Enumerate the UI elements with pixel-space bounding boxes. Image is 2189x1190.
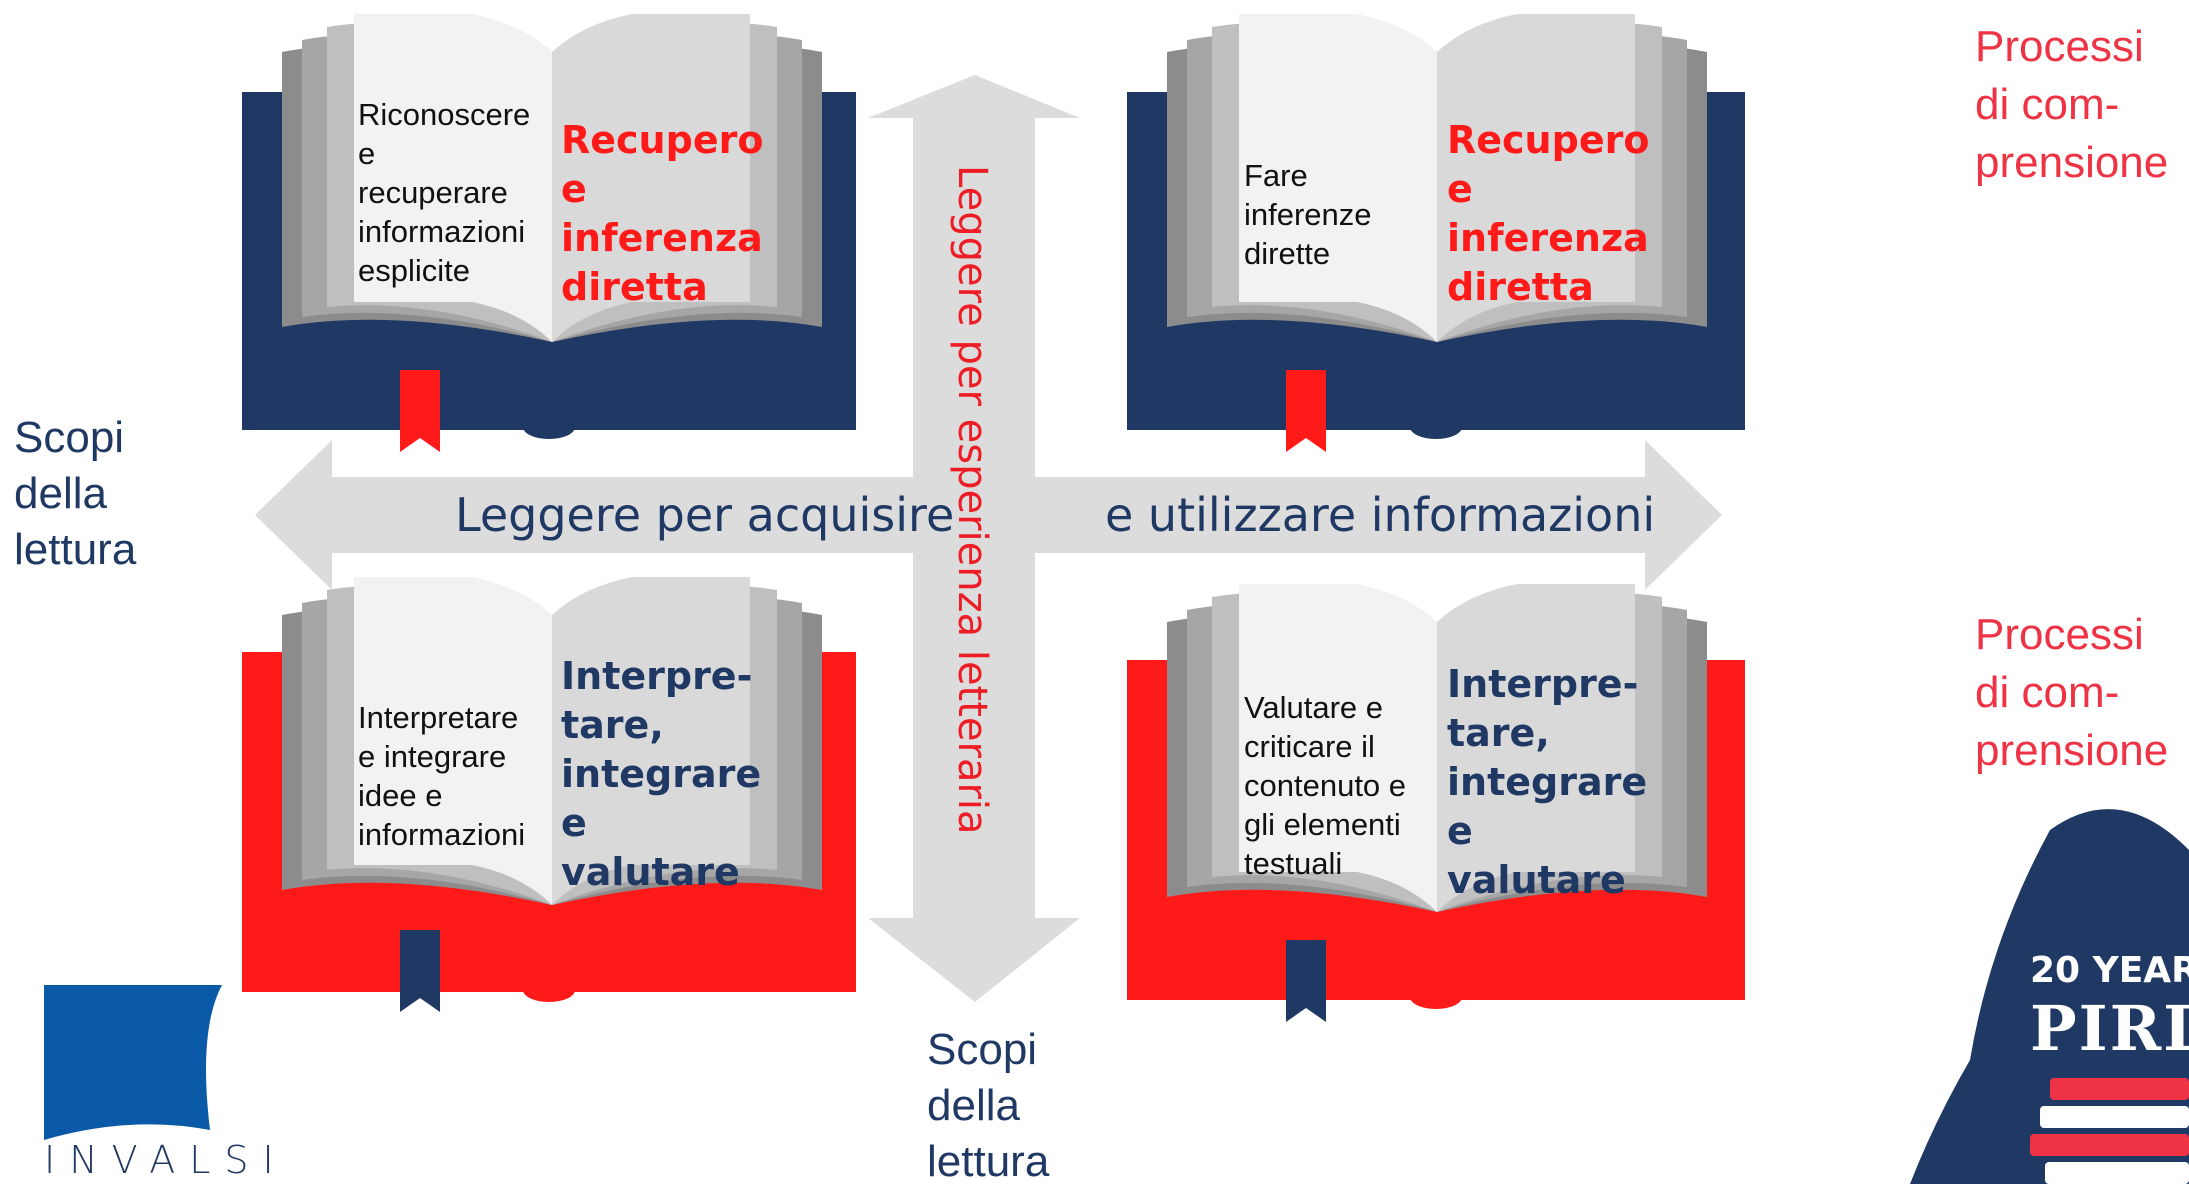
left-label-line: Scopi bbox=[14, 413, 125, 462]
page-heading-line: valutare bbox=[1447, 858, 1626, 902]
page-line: e bbox=[358, 136, 376, 171]
page-line: dirette bbox=[1244, 236, 1331, 271]
book-bottom-right-right-page: Interpre- tare, integrare e valutare bbox=[1447, 660, 1647, 905]
page-line: informazioni bbox=[358, 214, 526, 249]
process-label-line: prensione bbox=[1975, 138, 2169, 187]
page-heading-line: e bbox=[561, 801, 587, 845]
page-heading-line: Recupero bbox=[561, 118, 764, 162]
process-label-line: prensione bbox=[1975, 726, 2169, 775]
left-label-line: lettura bbox=[14, 525, 137, 574]
page-line: esplicite bbox=[358, 253, 470, 288]
process-label-line: di com- bbox=[1975, 668, 2120, 717]
page-line: idee e bbox=[358, 778, 443, 813]
book-bottom-right bbox=[1127, 584, 1745, 1022]
book-bottom-left bbox=[242, 577, 856, 1012]
page-heading-line: e bbox=[561, 167, 587, 211]
page-line: testuali bbox=[1244, 846, 1343, 881]
page-line: inferenze bbox=[1244, 197, 1372, 232]
book-top-right-right-page: Recupero e inferenza diretta bbox=[1447, 116, 1649, 312]
page-heading-line: e bbox=[1447, 167, 1473, 211]
page-heading-line: integrare bbox=[1447, 760, 1648, 804]
page-heading-line: e bbox=[1447, 809, 1473, 853]
page-line: informazioni bbox=[358, 817, 526, 852]
page-line: Riconoscere bbox=[358, 97, 531, 132]
process-label-line: Processi bbox=[1975, 610, 2144, 659]
page-heading-line: inferenza bbox=[561, 216, 763, 260]
page-heading-line: tare, bbox=[561, 703, 664, 747]
book-bottom-right-left-page: Valutare e criticare il contenuto e gli … bbox=[1244, 688, 1406, 883]
page-line: Interpretare bbox=[358, 700, 519, 735]
book-top-left-left-page: Riconoscere e recuperare informazioni es… bbox=[358, 95, 530, 290]
pirls-badge bbox=[1910, 809, 2189, 1184]
book-bottom-left-right-page: Interpre- tare, integrare e valutare bbox=[561, 652, 761, 897]
pirls-badge-line2: PIRL bbox=[2030, 992, 2189, 1065]
book-top-right-left-page: Fare inferenze dirette bbox=[1244, 156, 1372, 273]
page-heading-line: diretta bbox=[561, 265, 708, 309]
page-heading-line: Interpre- bbox=[561, 654, 753, 698]
page-heading-line: Recupero bbox=[1447, 118, 1650, 162]
book-bottom-left-left-page: Interpretare e integrare idee e informaz… bbox=[358, 698, 525, 854]
left-scope-label: Scopi della lettura bbox=[14, 410, 136, 578]
bottom-label-line: lettura bbox=[927, 1137, 1050, 1186]
process-label-line: di com- bbox=[1975, 80, 2120, 129]
page-line: Valutare e bbox=[1244, 690, 1384, 725]
page-line: Fare bbox=[1244, 158, 1308, 193]
process-label-line: Processi bbox=[1975, 22, 2144, 71]
page-line: contenuto e bbox=[1244, 768, 1407, 803]
page-heading-line: valutare bbox=[561, 850, 740, 894]
page-heading-line: integrare bbox=[561, 752, 762, 796]
bottom-label-line: della bbox=[927, 1081, 1020, 1130]
pirls-badge-line1: 20 YEAR bbox=[2030, 950, 2189, 991]
horizontal-arrow-left-text: Leggere per acquisire bbox=[455, 488, 955, 542]
right-process-label-bottom: Processi di com- prensione bbox=[1975, 606, 2168, 780]
page-line: gli elementi bbox=[1244, 807, 1401, 842]
bottom-label-line: Scopi bbox=[927, 1025, 1038, 1074]
book-top-left-right-page: Recupero e inferenza diretta bbox=[561, 116, 763, 312]
horizontal-arrow-right-text: e utilizzare informazioni bbox=[1105, 488, 1656, 542]
invalsi-logo-text: INVALSI bbox=[44, 1138, 288, 1182]
page-heading-line: inferenza bbox=[1447, 216, 1649, 260]
bottom-scope-label: Scopi della lettura bbox=[927, 1022, 1049, 1190]
horizontal-arrow bbox=[255, 440, 1722, 590]
book-top-left bbox=[242, 14, 856, 452]
page-heading-line: Interpre- bbox=[1447, 662, 1639, 706]
page-heading-line: diretta bbox=[1447, 265, 1594, 309]
page-heading-line: tare, bbox=[1447, 711, 1550, 755]
invalsi-logo-mark bbox=[44, 985, 222, 1140]
right-process-label-top: Processi di com- prensione bbox=[1975, 18, 2168, 192]
page-line: recuperare bbox=[358, 175, 508, 210]
book-top-right bbox=[1127, 14, 1745, 452]
page-line: e integrare bbox=[358, 739, 507, 774]
vertical-arrow-text: Leggere per esperienza letteraria bbox=[949, 165, 995, 835]
page-line: criticare il bbox=[1244, 729, 1375, 764]
left-label-line: della bbox=[14, 469, 107, 518]
